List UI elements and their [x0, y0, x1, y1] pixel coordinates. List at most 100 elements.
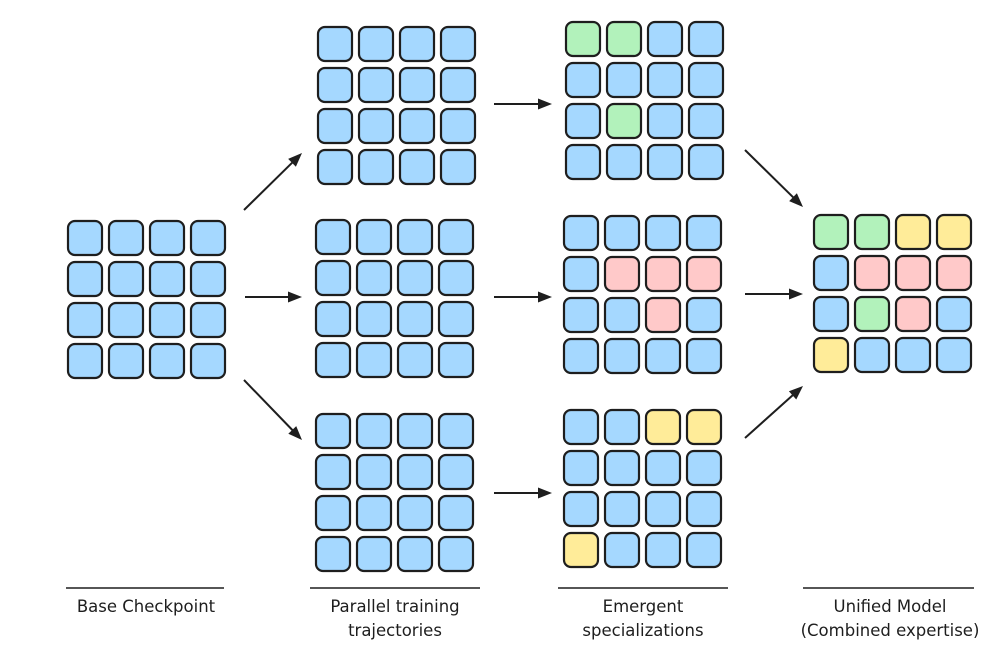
grid-cell	[314, 259, 352, 297]
grid-cell	[644, 408, 682, 446]
grid-cell	[355, 453, 393, 491]
grid-cell	[316, 66, 354, 104]
grid-cell	[562, 490, 600, 528]
grid-cell	[562, 531, 600, 569]
grid-cell	[66, 301, 104, 339]
stage-label-line: (Combined expertise)	[800, 621, 980, 640]
grid-cell	[398, 107, 436, 145]
grid-cell	[687, 102, 725, 140]
grid-cell	[314, 300, 352, 338]
stage-label-line: Unified Model	[833, 597, 947, 616]
grid-cell	[355, 218, 393, 256]
grid-cell	[437, 453, 475, 491]
grid-cell	[562, 255, 600, 293]
grid-cell	[646, 102, 684, 140]
grid-cell	[357, 25, 395, 63]
grid-cell	[562, 214, 600, 252]
grid-cell	[812, 336, 850, 374]
grid-cell	[685, 296, 723, 334]
grid-cell	[894, 295, 932, 333]
specialization-grid-bottom	[562, 408, 723, 569]
arrow-base-to-trajectory-middle	[245, 291, 302, 303]
grid-cell	[355, 535, 393, 573]
grid-cell	[605, 20, 643, 58]
grid-cell	[685, 337, 723, 375]
grid-cell	[437, 300, 475, 338]
arrow-specialization-top-to-unified	[744, 149, 803, 207]
grid-cell	[894, 254, 932, 292]
stage-label-base-checkpoint: Base Checkpoint	[66, 595, 226, 619]
arrow-base-to-trajectory-top	[243, 153, 302, 211]
grid-cell	[437, 494, 475, 532]
arrow-trajectory-middle-to-specialization-middle	[494, 291, 552, 303]
grid-cell	[603, 449, 641, 487]
grid-cell	[439, 107, 477, 145]
grid-cell	[437, 412, 475, 450]
grid-cell	[935, 295, 973, 333]
grid-cell	[685, 449, 723, 487]
arrow-shaft	[243, 379, 295, 433]
grid-cell	[935, 254, 973, 292]
grid-cell	[564, 61, 602, 99]
stage-label-unified-model: Unified Model (Combined expertise)	[795, 595, 985, 643]
grid-cell	[603, 255, 641, 293]
grid-cell	[107, 342, 145, 380]
arrow-trajectory-top-to-specialization-top	[494, 98, 552, 110]
grid-cell	[189, 342, 227, 380]
grid-cell	[605, 102, 643, 140]
grid-cell	[396, 494, 434, 532]
grid-cell	[646, 61, 684, 99]
arrow-specialization-bottom-to-unified	[744, 386, 803, 439]
grid-cell	[894, 213, 932, 251]
grid-cell	[685, 214, 723, 252]
grid-cell	[355, 494, 393, 532]
arrowhead	[538, 98, 552, 110]
grid-cell	[439, 66, 477, 104]
arrow-shaft	[243, 160, 295, 211]
grid-cell	[437, 259, 475, 297]
grid-cell	[148, 219, 186, 257]
arrowhead	[288, 426, 302, 440]
grid-cell	[107, 260, 145, 298]
grid-cell	[812, 254, 850, 292]
grid-cell	[398, 66, 436, 104]
grid-cell	[853, 254, 891, 292]
grid-cell	[603, 408, 641, 446]
base-checkpoint-grid	[66, 219, 227, 380]
grid-cell	[853, 295, 891, 333]
grid-cell	[603, 296, 641, 334]
grid-cell	[66, 342, 104, 380]
grid-cell	[437, 341, 475, 379]
grid-cell	[687, 143, 725, 181]
grid-cell	[812, 295, 850, 333]
grid-cell	[603, 214, 641, 252]
arrowhead	[789, 288, 803, 300]
stage-label-line: trajectories	[348, 621, 442, 640]
arrowhead	[288, 153, 302, 167]
arrowhead	[288, 291, 302, 303]
grid-cell	[355, 259, 393, 297]
grid-cell	[685, 255, 723, 293]
grid-cell	[316, 107, 354, 145]
grid-cell	[644, 449, 682, 487]
arrow-shaft	[744, 393, 795, 439]
stage-label-line: Emergent	[602, 597, 684, 616]
grid-cell	[644, 214, 682, 252]
stage-label-line: Parallel training	[330, 597, 460, 616]
grid-cell	[562, 408, 600, 446]
grid-cell	[812, 213, 850, 251]
grid-cell	[396, 218, 434, 256]
specialization-grid-middle	[562, 214, 723, 375]
grid-cell	[316, 148, 354, 186]
grid-cell	[316, 25, 354, 63]
grid-cell	[685, 531, 723, 569]
grid-cell	[357, 148, 395, 186]
grid-cell	[396, 300, 434, 338]
grid-cell	[66, 260, 104, 298]
grid-cell	[396, 412, 434, 450]
grid-cell	[685, 408, 723, 446]
grid-cell	[646, 20, 684, 58]
grid-cell	[107, 301, 145, 339]
grid-cell	[644, 337, 682, 375]
